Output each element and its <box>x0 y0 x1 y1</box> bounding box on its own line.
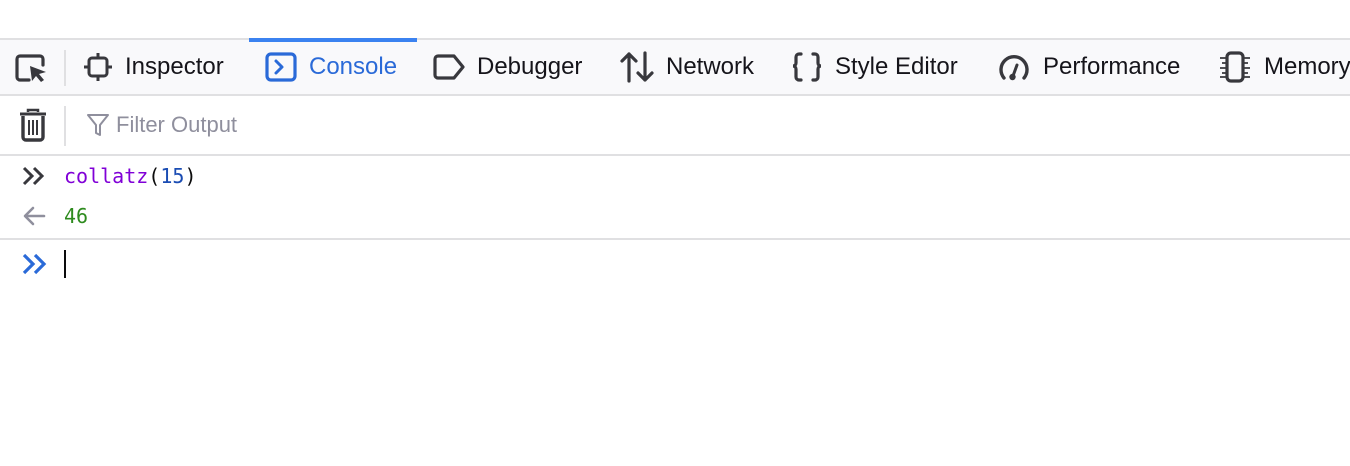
filter-output-input[interactable] <box>116 112 716 138</box>
prompt-divider <box>0 238 1350 240</box>
element-picker-button[interactable] <box>14 54 50 84</box>
console-prompt <box>0 244 1350 284</box>
result-value: 46 <box>64 204 89 228</box>
code-paren-token: ) <box>184 164 197 188</box>
tab-label: Debugger <box>477 53 583 80</box>
code-number-token: 15 <box>160 164 185 188</box>
tab-label: Performance <box>1043 53 1181 80</box>
tab-separator <box>64 50 66 86</box>
input-code: collatz(15) <box>64 164 196 188</box>
performance-icon <box>999 55 1029 81</box>
tab-debugger[interactable]: Debugger <box>433 40 582 94</box>
toolbar-separator <box>64 106 66 146</box>
tab-label: Console <box>309 53 398 80</box>
console-toolbar <box>0 96 1350 156</box>
memory-icon <box>1220 51 1250 83</box>
tab-label: Network <box>666 53 755 80</box>
code-paren-token: ( <box>148 164 161 188</box>
tab-memory[interactable]: Memory <box>1218 40 1350 94</box>
prompt-chevrons-icon <box>22 253 47 275</box>
network-icon <box>620 51 654 83</box>
tab-inspector[interactable]: Inspector <box>83 40 224 94</box>
filter-icon <box>87 114 109 136</box>
devtools-tab-bar: Inspector Console Debugger Network Style… <box>0 38 1350 96</box>
clear-console-button[interactable] <box>17 108 49 142</box>
tab-console[interactable]: Console <box>249 38 417 94</box>
input-chevrons-icon <box>22 166 45 186</box>
code-function-token: collatz <box>64 164 149 188</box>
trash-icon <box>20 108 46 142</box>
console-icon <box>265 52 297 82</box>
debugger-icon <box>433 54 465 80</box>
element-picker-icon <box>15 54 46 82</box>
text-caret <box>64 250 66 278</box>
console-input[interactable] <box>64 244 1350 284</box>
console-result-message: 46 <box>0 196 1350 236</box>
tab-label: Inspector <box>125 53 224 80</box>
tab-style-editor[interactable]: Style Editor <box>791 40 958 94</box>
console-input-message: collatz(15) <box>0 156 1350 196</box>
result-arrow-icon <box>23 206 46 226</box>
tab-label: Memory <box>1264 53 1350 80</box>
filter-output-field[interactable] <box>86 106 1286 144</box>
inspector-icon <box>84 53 112 81</box>
tab-label: Style Editor <box>835 53 958 80</box>
tab-network[interactable]: Network <box>620 40 754 94</box>
style-editor-icon <box>792 52 822 82</box>
tab-performance[interactable]: Performance <box>997 40 1180 94</box>
